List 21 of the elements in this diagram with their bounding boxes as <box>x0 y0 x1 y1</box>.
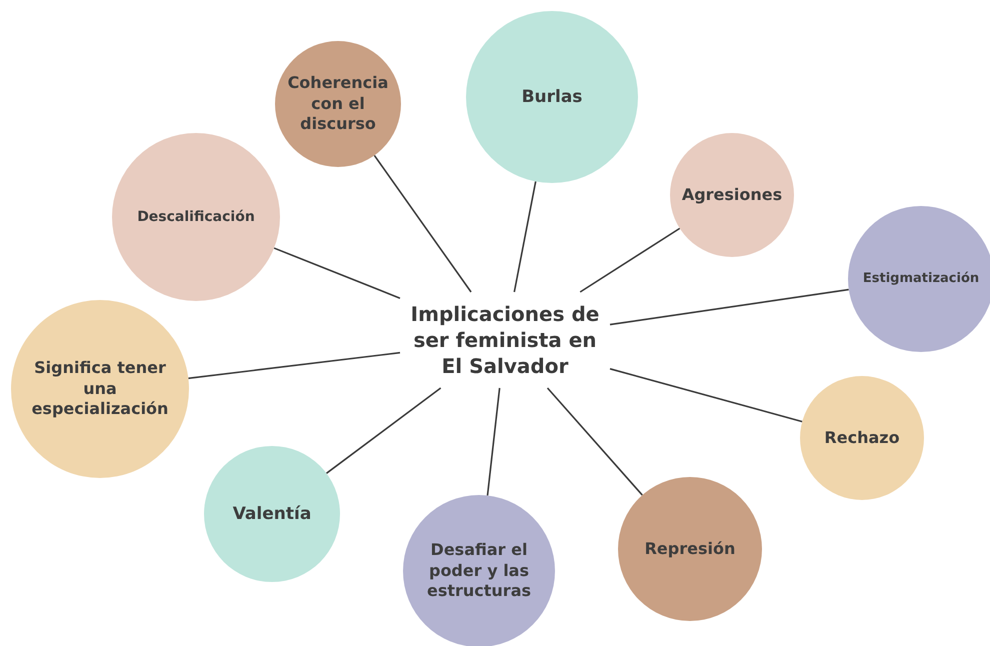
central-topic-text: Implicaciones de ser feminista en El Salvador <box>410 301 600 379</box>
connector-line <box>610 288 849 326</box>
connector-line <box>326 387 442 474</box>
connector-line <box>274 247 400 299</box>
topic-label: Burlas <box>522 86 582 108</box>
connector-line <box>486 388 500 496</box>
connector-line <box>514 181 536 292</box>
topic-label: Agresiones <box>682 184 782 206</box>
topic-label: Valentía <box>232 502 312 526</box>
connector-line <box>374 154 472 292</box>
connector-line <box>610 368 802 422</box>
connector-line <box>580 228 680 293</box>
topic-label: Represión <box>644 538 736 560</box>
topic-label: Coherencia con el discurso <box>286 72 390 136</box>
topic-label: Significa tener una especialización <box>30 358 170 420</box>
topic-label: Estigmatización <box>862 270 980 288</box>
topic-label: Descalificación <box>137 208 255 226</box>
topic-label: Rechazo <box>824 428 900 448</box>
topic-label: Desafiar el poder y las estructuras <box>426 540 532 602</box>
connector-line <box>546 387 643 496</box>
connector-line <box>188 352 400 380</box>
